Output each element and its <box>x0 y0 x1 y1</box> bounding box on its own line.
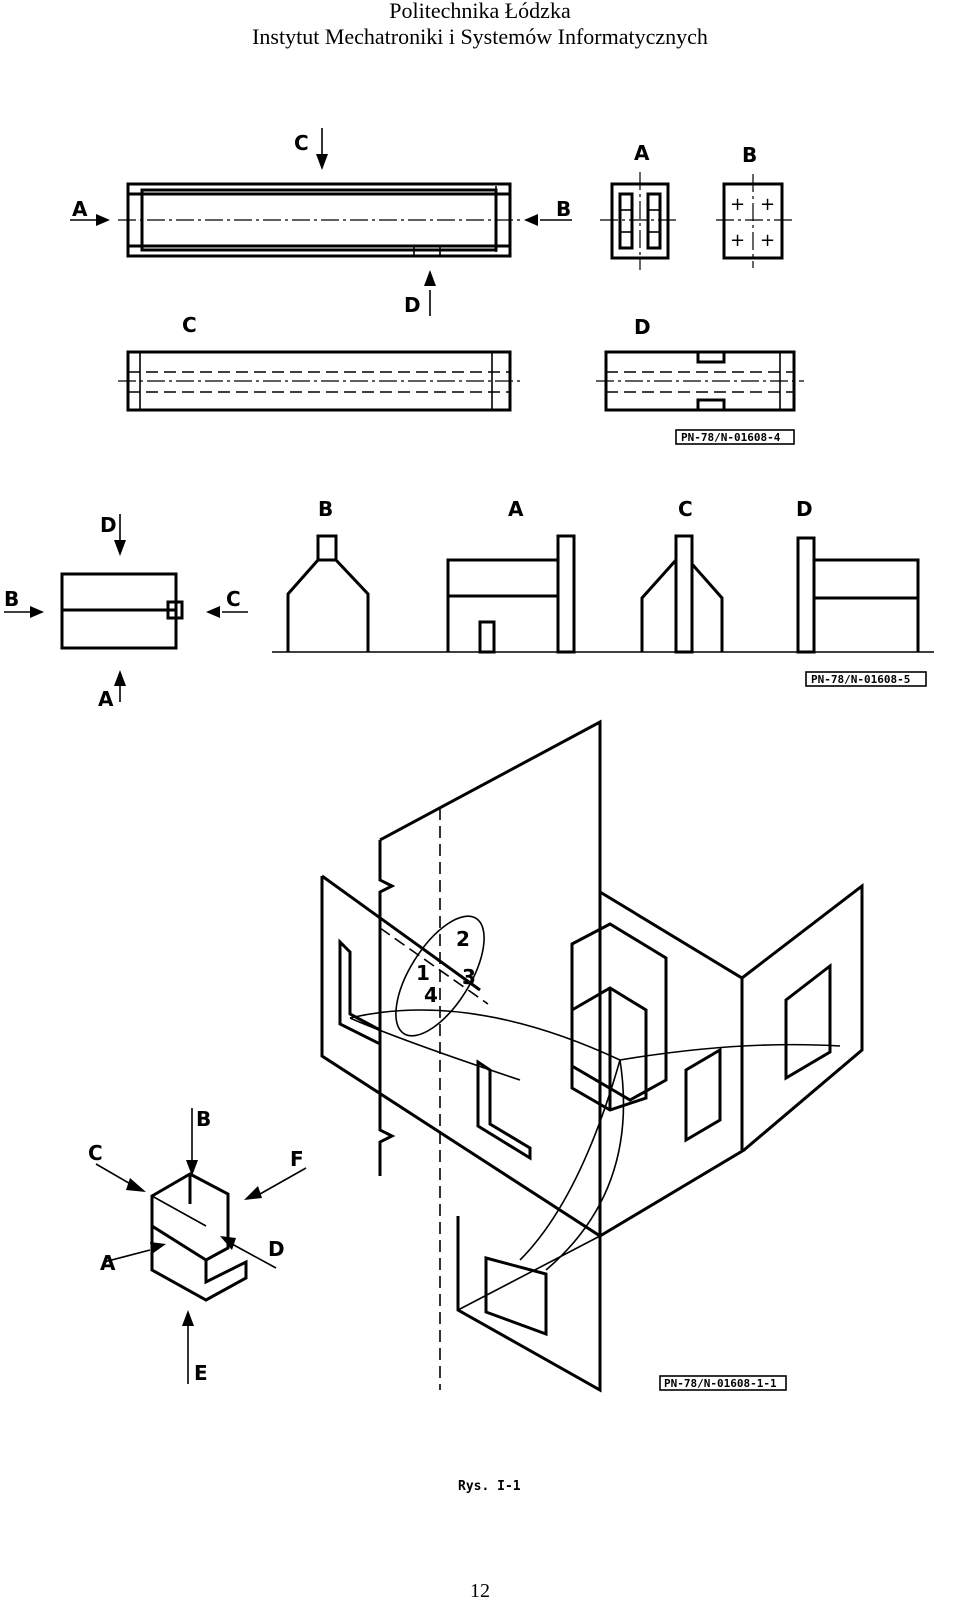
institute-name: Instytut Mechatroniki i Systemów Informa… <box>252 24 708 49</box>
label-d: D <box>404 293 421 317</box>
quadrant-3: 3 <box>462 965 476 989</box>
quadrant-2: 2 <box>456 927 470 951</box>
svg-text:+: + <box>760 230 775 251</box>
standard-ref-3: PN-78/N-01608-1-1 <box>664 1377 777 1390</box>
standard-box-2 <box>805 671 927 687</box>
fig2-label-b: B <box>4 587 19 611</box>
fig2-view-a: A <box>508 497 524 521</box>
view-d-title: D <box>634 315 651 339</box>
iso-label-d: D <box>268 1237 285 1261</box>
iso-label-e: E <box>194 1361 208 1385</box>
iso-label-c: C <box>88 1141 103 1165</box>
fig2-label-c: C <box>226 587 241 611</box>
iso-label-a: A <box>100 1251 116 1275</box>
page-number: 12 <box>470 1580 490 1602</box>
fig2-view-c: C <box>678 497 693 521</box>
label-b: B <box>556 197 571 221</box>
fig2-label-d: D <box>100 513 117 537</box>
quadrant-1: 1 <box>416 961 430 985</box>
university-name: Politechnika Łódzka <box>389 0 571 23</box>
standard-box-3 <box>659 1375 787 1391</box>
figure-3-isometric-projection: 2 1 3 4 B C F A <box>88 719 864 1393</box>
svg-text:+: + <box>760 194 775 215</box>
figure-2-views: D B C A B A C D PN-78/N-016 <box>4 497 934 711</box>
fig2-view-d: D <box>796 497 813 521</box>
fig2-label-a: A <box>98 687 114 711</box>
svg-text:+: + <box>730 194 745 215</box>
view-c-title: C <box>182 313 197 337</box>
standard-ref-2: PN-78/N-01608-5 <box>811 673 910 686</box>
view-a-title: A <box>634 141 650 165</box>
figure-caption: Rys. I-1 <box>458 1479 521 1494</box>
quadrant-4: 4 <box>424 983 438 1007</box>
iso-label-f: F <box>290 1147 304 1171</box>
view-b-title: B <box>742 143 757 167</box>
iso-label-b: B <box>196 1107 211 1131</box>
standard-ref-1: PN-78/N-01608-4 <box>681 431 781 444</box>
figure-1-orthographic-views: A B C D A B + + + + C <box>70 128 804 445</box>
standard-box-1 <box>675 429 795 445</box>
fig2-view-b: B <box>318 497 333 521</box>
svg-text:+: + <box>730 230 745 251</box>
label-c: C <box>294 131 309 155</box>
label-a: A <box>72 197 88 221</box>
